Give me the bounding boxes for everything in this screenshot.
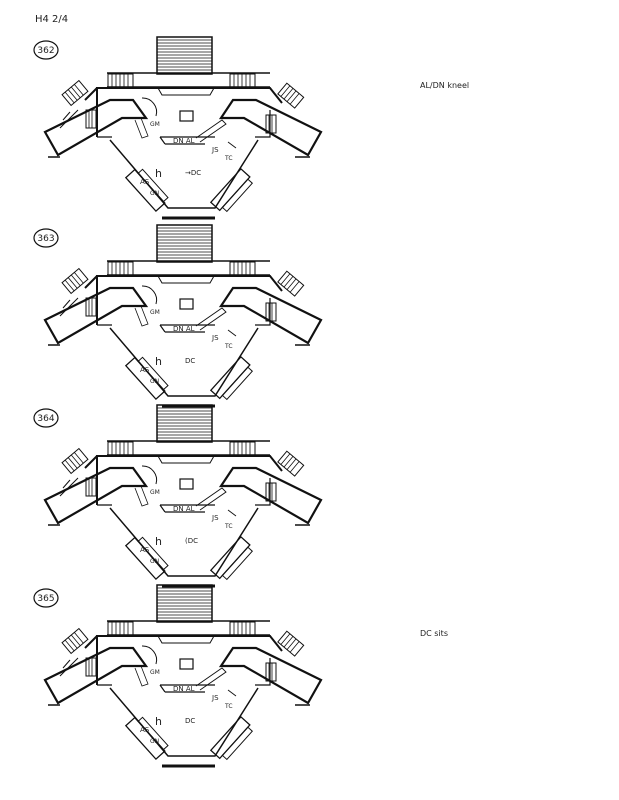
actor-label-as: AS (140, 366, 150, 374)
actor-label-tc: TC (224, 523, 233, 530)
actor-label-tc: TC (224, 343, 233, 350)
actor-label-tc: TC (224, 703, 233, 710)
actor-label-dc: (DC (185, 537, 198, 545)
blocking-note: DC sits (420, 629, 448, 638)
actor-label-gn: GN (150, 190, 159, 197)
diagram-number: 362 (37, 46, 54, 56)
actor-label-dc: DC (185, 357, 195, 365)
actor-label-gm: GM (150, 669, 160, 676)
blocking-note: AL/DN kneel (420, 81, 469, 90)
actor-label-dn-al: DN AL (173, 505, 195, 513)
actor-label-tc: TC (224, 155, 233, 162)
actor-label-js: JS (211, 514, 219, 522)
actor-label-h: h (155, 355, 162, 368)
actor-label-as: AS (140, 546, 150, 554)
actor-label-dn-al: DN AL (173, 137, 195, 145)
actor-label-h: h (155, 715, 162, 728)
actor-label-h: h (155, 167, 162, 180)
diagram-number: 365 (37, 594, 54, 604)
actor-label-as: AS (140, 178, 150, 186)
actor-label-gn: GN (150, 558, 159, 565)
diagram-number-circle (33, 588, 59, 608)
stage-ground-plan (43, 35, 323, 220)
actor-label-js: JS (211, 146, 219, 154)
diagram-number-circle (33, 408, 59, 428)
actor-label-gm: GM (150, 121, 160, 128)
page-header: H4 2/4 (35, 14, 68, 25)
actor-label-dc: →DC (185, 169, 201, 177)
actor-label-gn: GN (150, 738, 159, 745)
diagram-number: 363 (37, 234, 54, 244)
actor-label-as: AS (140, 726, 150, 734)
actor-label-h: h (155, 535, 162, 548)
actor-label-dn-al: DN AL (173, 685, 195, 693)
diagram-number-circle (33, 228, 59, 248)
diagram-number-circle (33, 40, 59, 60)
actor-label-dn-al: DN AL (173, 325, 195, 333)
actor-label-gm: GM (150, 489, 160, 496)
stage-ground-plan (43, 583, 323, 768)
actor-label-gn: GN (150, 378, 159, 385)
actor-label-js: JS (211, 694, 219, 702)
stage-ground-plan (43, 403, 323, 588)
actor-label-js: JS (211, 334, 219, 342)
actor-label-dc: DC (185, 717, 195, 725)
stage-ground-plan (43, 223, 323, 408)
diagram-number: 364 (37, 414, 54, 424)
actor-label-gm: GM (150, 309, 160, 316)
